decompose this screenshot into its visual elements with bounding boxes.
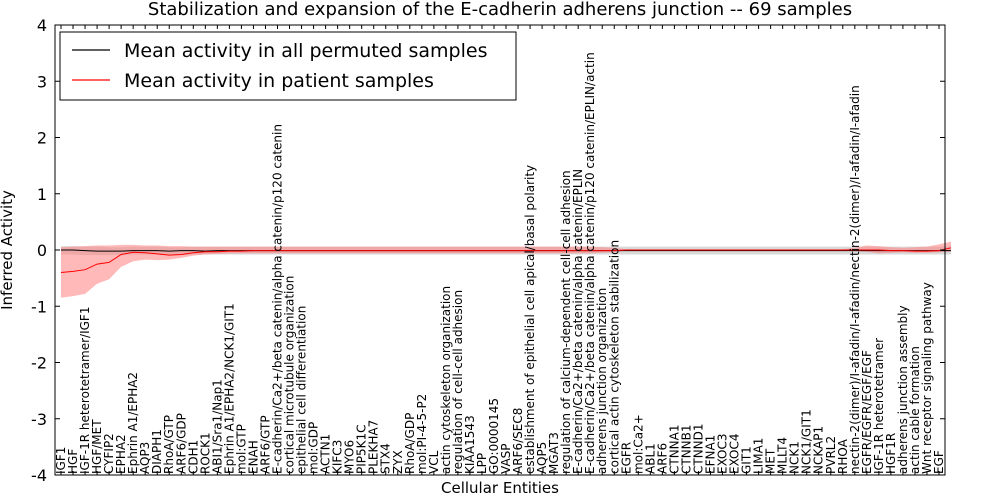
category-label: CTNND1 [692, 423, 706, 474]
category-label: NCKAP1 [812, 426, 826, 474]
category-label: AQP5 [535, 442, 549, 474]
category-label: ARF6/GTP [259, 415, 273, 474]
y-tick-label: 2 [37, 129, 47, 148]
band-series-2 [61, 241, 951, 298]
category-label: establishment of epithelial cell apical/… [523, 165, 537, 474]
category-label: RHOA [836, 438, 850, 474]
category-label: ARF6/GDP [174, 413, 188, 474]
category-label: Ephrin A1/EPHA2 [126, 372, 140, 474]
category-label: LIMA1 [752, 438, 766, 474]
category-label: KIFC3 [331, 440, 345, 474]
category-label: LPP [475, 453, 489, 474]
category-label: ACTN1 [319, 434, 333, 474]
category-label: IGF-1R heterotetramer [872, 338, 886, 474]
category-label: VCL [427, 450, 441, 474]
category-label: VASP [499, 443, 513, 474]
category-label: MLLT4 [776, 437, 790, 474]
category-label: PLEKHA7 [367, 420, 381, 474]
y-axis-label: Inferred Activity [0, 190, 16, 310]
category-label: RhoA/GTP [162, 415, 176, 474]
category-label: STX4 [379, 443, 393, 474]
category-label: actin cable formation [908, 346, 922, 474]
category-label: ROCK1 [198, 432, 212, 474]
category-label: AQP3 [138, 442, 152, 474]
category-label: E-cadherin/Ca2+/beta catenin/alpha caten… [271, 124, 285, 474]
category-label: ARF6/SEC8 [511, 408, 525, 474]
category-label: EFNA1 [704, 435, 718, 474]
category-label: GIT1 [740, 446, 754, 474]
category-label: ABL1 [643, 443, 657, 474]
category-label: RhoA/GDP [403, 413, 417, 474]
category-label: cortical actin cytoskeleton stabilizatio… [607, 240, 621, 474]
category-label: MGAT3 [547, 432, 561, 474]
category-label: ARF6 [655, 443, 669, 474]
category-label: MYO6 [343, 440, 357, 474]
category-label: CTNNA1 [667, 424, 681, 474]
chart-title: Stabilization and expansion of the E-cad… [148, 0, 852, 20]
category-label: ABI1/Sra1/Nap1 [210, 379, 224, 474]
category-label: MET [764, 448, 778, 474]
category-label: HGF/MET [90, 419, 104, 474]
category-label: epithelial cell differentiation [295, 306, 309, 474]
y-tick-label: -3 [31, 410, 47, 429]
y-tick-label: -1 [31, 297, 47, 316]
category-label: EPHA2 [114, 434, 128, 474]
category-label: actin cytoskeleton organization [439, 286, 453, 474]
legend-label: Mean activity in all permuted samples [124, 40, 487, 62]
category-label: EXOC4 [728, 434, 742, 475]
category-label: ENAH [246, 440, 260, 474]
category-label: cortical microtubule organization [283, 276, 297, 474]
y-tick-label: 1 [37, 185, 47, 204]
axis-ticks: -4 -3 -2 -1 0 1 2 3 4 [31, 16, 945, 485]
category-label: E-cadherin/Ca2+/beta catenin/alpha caten… [583, 52, 597, 474]
legend: Mean activity in all permuted samplesMea… [59, 31, 517, 101]
category-label: IGF1 [54, 447, 68, 474]
category-label: adherens junction organization [595, 288, 609, 474]
category-label: EGFR [619, 442, 633, 474]
y-tick-label: -2 [31, 354, 47, 373]
category-label: NCK1 [788, 441, 802, 474]
category-label: EGFR/EGFR/EGF/EGF [860, 350, 874, 474]
category-label: mol:GDP [307, 422, 321, 474]
category-label: Ephrin A1/EPHA2/NCK1/GIT1 [222, 303, 236, 474]
category-label: HGF1R [884, 433, 898, 474]
legend-box [59, 31, 517, 101]
category-label: PIP5K1C [355, 424, 369, 474]
category-label: NCK1/GIT1 [800, 409, 814, 474]
category-label: CYFIP2 [102, 433, 116, 474]
category-label: HGF [66, 449, 80, 474]
category-label: IGF-1R heterotetramer/IGF1 [78, 307, 92, 474]
category-label: PVRL2 [824, 436, 838, 474]
y-tick-label: -4 [31, 466, 47, 485]
category-label: CDH1 [186, 440, 200, 474]
category-label: GO:0000145 [487, 398, 501, 474]
y-tick-label: 0 [37, 241, 47, 260]
y-tick-label: 4 [37, 16, 47, 35]
category-label: KIAA1543 [463, 415, 477, 474]
x-axis-label: Cellular Entities [441, 479, 559, 497]
category-label: CTNNB1 [679, 424, 693, 474]
category-label: nectin-2(dimer)/I-afadin/I-afadin/nectin… [848, 85, 862, 474]
category-label: EXOC3 [716, 434, 730, 475]
legend-label: Mean activity in patient samples [124, 70, 434, 92]
category-label: mol:GTP [234, 424, 248, 474]
category-label: regulation of calcium-dependent cell-cel… [559, 170, 573, 474]
category-label: Wnt receptor signaling pathway [920, 282, 934, 474]
line-series-2 [60, 247, 952, 273]
category-label: ZYX [391, 450, 405, 474]
category-label: EGF [932, 450, 946, 474]
category-label: adherens junction assembly [896, 305, 910, 474]
category-label: E-cadherin/Ca2+/beta catenin/alpha caten… [571, 169, 585, 474]
category-label: regulation of cell-cell adhesion [451, 290, 465, 474]
category-label: mol:Ca2+ [631, 414, 645, 474]
category-label: DIAPH1 [150, 429, 164, 474]
y-tick-label: 3 [37, 72, 47, 91]
category-label: mol:PI-4-5-P2 [415, 394, 429, 474]
series-lines [60, 247, 952, 273]
